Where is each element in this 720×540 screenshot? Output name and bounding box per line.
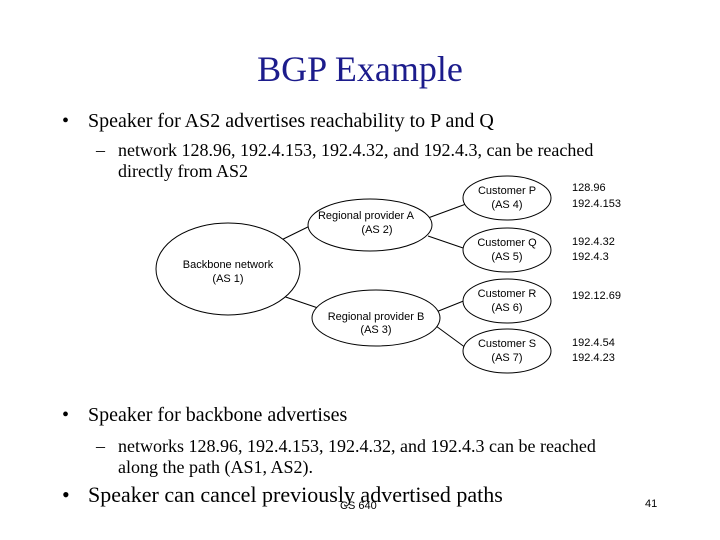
bullet-dot: • [62,404,70,426]
customer-q-label-2: (AS 5) [491,251,522,263]
customer-r-label-2: (AS 6) [491,302,522,314]
footer-course: CS 640 [340,500,377,512]
customer-s-network-1: 192.4.54 [572,337,615,349]
sub2-line-1: networks 128.96, 192.4.153, 192.4.32, an… [118,436,596,456]
bullet-as2-text: Speaker for AS2 advertises reachability … [88,110,494,132]
bullet-as2-speaker: • Speaker for AS2 advertises reachability… [62,110,494,132]
customer-q-label-1: Customer Q [477,237,537,249]
link-provider-b-customer-s [435,325,467,349]
customer-p-network-1: 128.96 [572,182,606,194]
provider-b-label-1: Regional provider B [328,311,425,323]
sub-bullet-backbone-networks: – networks 128.96, 192.4.153, 192.4.32, … [96,436,688,478]
provider-b-label-2: (AS 3) [360,324,391,336]
customer-p-node [462,175,552,221]
slide-title: BGP Example [257,49,463,89]
customer-s-node [462,328,552,374]
sub-bullet-as2-networks: – network 128.96, 192.4.153, 192.4.32, a… [96,140,678,182]
sub-line-2: directly from AS2 [118,161,248,181]
customer-q-network-1: 192.4.32 [572,236,615,248]
page-number: 41 [645,498,658,510]
backbone-label-2: (AS 1) [212,273,243,285]
customer-r-label-1: Customer R [478,288,537,300]
sub2-line-2: along the path (AS1, AS2). [118,457,313,477]
customer-p-label-2: (AS 4) [491,199,522,211]
link-provider-b-customer-r [435,299,467,313]
customer-r-network-1: 192.12.69 [572,290,621,302]
customer-p-network-2: 192.4.153 [572,198,621,210]
customer-s-label-2: (AS 7) [491,352,522,364]
provider-a-label-1: Regional provider A [318,210,415,222]
bullet-backbone-speaker: • Speaker for backbone advertises [62,404,347,426]
customer-s-label-1: Customer S [478,338,536,350]
bullet-backbone-text: Speaker for backbone advertises [88,404,348,426]
backbone-label-1: Backbone network [183,259,274,271]
bullet-cancel-text: Speaker can cancel previously advertised… [88,482,503,507]
provider-a-label-2: (AS 2) [361,224,392,236]
sub-dash: – [96,436,105,456]
bullet-cancel-paths: • Speaker can cancel previously advertise… [62,484,503,506]
sub-line-1: network 128.96, 192.4.153, 192.4.32, and… [118,140,594,160]
customer-p-label-1: Customer P [478,185,536,197]
provider-b-node [311,289,441,347]
provider-a-node [307,198,433,252]
sub-dash: – [96,140,105,160]
customer-r-node [462,278,552,324]
bullet-dot: • [62,482,70,507]
backbone-network-node [155,222,301,316]
customer-q-node [462,227,552,273]
link-provider-a-customer-q [427,235,467,250]
link-provider-a-customer-p [427,203,467,219]
bullet-dot: • [62,110,70,132]
customer-q-network-2: 192.4.3 [572,251,609,263]
customer-s-network-2: 192.4.23 [572,352,615,364]
